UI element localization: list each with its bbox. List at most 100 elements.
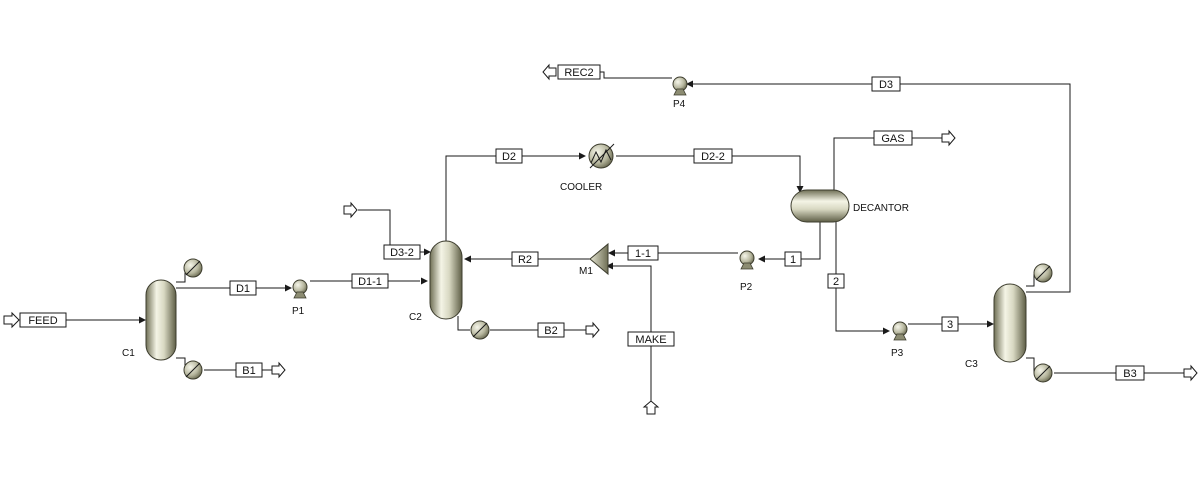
svg-text:B3: B3: [1123, 368, 1136, 380]
pump-p3-label: P3: [891, 348, 904, 359]
pump-p3[interactable]: P3: [891, 321, 908, 359]
arrowhead: [606, 262, 613, 270]
svg-text:D3-2: D3-2: [390, 247, 414, 259]
stream-label-b2[interactable]: B2: [537, 322, 565, 338]
svg-text:D1: D1: [236, 283, 250, 295]
make-inlet-arrow-icon: [642, 400, 660, 415]
arrowhead: [987, 320, 994, 328]
cooler-icon: [588, 143, 614, 169]
pump-p3-base: [893, 333, 907, 341]
stream-label-3[interactable]: 3: [941, 316, 959, 332]
stream-label-d1[interactable]: D1: [229, 280, 257, 296]
column-c2-label: C2: [409, 312, 422, 323]
stream-label-d3[interactable]: D3: [871, 76, 901, 92]
svg-text:1: 1: [790, 254, 796, 266]
column-c2[interactable]: C2: [409, 240, 490, 340]
stream-line-make: [612, 265, 652, 404]
column-c1-vessel: [145, 279, 177, 361]
rec2-outlet-arrow-icon: [542, 63, 557, 81]
decantor[interactable]: DECANTOR: [790, 189, 909, 223]
arrowhead: [139, 316, 146, 324]
svg-text:B1: B1: [242, 365, 255, 377]
decantor-vessel: [790, 189, 850, 223]
mixer-m1-label: M1: [579, 266, 593, 277]
svg-text:REC2: REC2: [564, 67, 593, 79]
c1-reboiler-slash: [185, 362, 201, 378]
svg-text:3: 3: [947, 319, 953, 331]
arrowhead: [686, 80, 693, 88]
stream-lines: [20, 71, 1184, 404]
stream-label-feed[interactable]: FEED: [19, 312, 67, 328]
stream-label-d2[interactable]: D2: [495, 148, 523, 164]
c3-condenser-slash: [1035, 265, 1051, 281]
b1-outlet-arrow-icon: [271, 361, 286, 379]
decantor-label: DECANTOR: [853, 203, 909, 214]
stream-label-1[interactable]: 1: [784, 251, 802, 267]
column-c3[interactable]: C3: [965, 263, 1053, 383]
stream-label-2[interactable]: 2: [827, 273, 845, 289]
stream-line-c2-reboiler: [457, 316, 470, 331]
stream-line-d2-2: [616, 155, 801, 187]
d3-2-inlet-arrow-icon: [343, 201, 358, 219]
column-c1[interactable]: C1: [122, 258, 203, 380]
arrowhead: [579, 152, 586, 160]
arrowhead: [883, 327, 890, 335]
pump-p4-label: P4: [673, 99, 686, 110]
arrowhead: [608, 249, 615, 257]
svg-text:GAS: GAS: [881, 133, 904, 145]
arrowhead: [285, 284, 292, 292]
stream-line-gas: [833, 137, 942, 190]
mixer-m1[interactable]: M1: [579, 242, 609, 277]
stream-line-c1-condenser: [176, 270, 186, 283]
stream-label-1-1[interactable]: 1-1: [627, 245, 659, 261]
stream-label-b3[interactable]: B3: [1115, 365, 1145, 381]
column-c2-vessel: [429, 240, 463, 320]
mixer-m1-icon: [589, 242, 609, 276]
arrowhead: [424, 248, 431, 256]
stream-label-gas[interactable]: GAS: [873, 130, 913, 146]
feed-inlet-arrow-icon: [3, 311, 20, 329]
heat-exchanger-cooler[interactable]: COOLER: [560, 143, 615, 193]
arrowhead: [796, 186, 804, 193]
b2-outlet-arrow-icon: [585, 321, 600, 339]
cooler-zigzag: [590, 148, 612, 164]
stream-label-rec2[interactable]: REC2: [557, 64, 601, 80]
column-c3-vessel: [993, 283, 1027, 363]
gas-outlet-arrow-icon: [941, 129, 956, 147]
stream-label-d2-2[interactable]: D2-2: [693, 148, 733, 164]
pump-p1[interactable]: P1: [292, 279, 308, 317]
arrowhead: [464, 255, 471, 263]
b3-outlet-arrow-icon: [1183, 364, 1198, 382]
stream-label-d1-1[interactable]: D1-1: [351, 273, 389, 289]
c1-condenser-slash: [185, 260, 201, 276]
svg-text:R2: R2: [518, 254, 532, 266]
cooler-label: COOLER: [560, 182, 602, 193]
svg-text:1-1: 1-1: [635, 248, 651, 260]
pump-p4-base: [673, 88, 687, 96]
pump-p2[interactable]: P2: [739, 250, 755, 293]
pump-p4[interactable]: P4: [672, 76, 688, 110]
arrowhead: [421, 277, 428, 285]
svg-text:MAKE: MAKE: [635, 334, 666, 346]
svg-text:2: 2: [833, 276, 839, 288]
svg-text:D2-2: D2-2: [701, 151, 725, 163]
column-c1-label: C1: [122, 348, 135, 359]
stream-line-c3-reboiler: [1026, 357, 1035, 373]
svg-text:D3: D3: [879, 79, 893, 91]
stream-label-d3-2[interactable]: D3-2: [383, 244, 421, 260]
cooler-slash: [589, 143, 615, 169]
svg-text:B2: B2: [544, 325, 557, 337]
stream-label-r2[interactable]: R2: [511, 251, 539, 267]
stream-line-d2: [445, 155, 580, 243]
pump-p2-label: P2: [740, 282, 753, 293]
stream-label-make[interactable]: MAKE: [627, 331, 675, 347]
stream-labels: FEED D1 B1 D1-1 D3-2 R2 B2 D2: [19, 64, 1145, 381]
port-arrows: [3, 63, 1198, 415]
svg-text:D2: D2: [502, 151, 516, 163]
pump-p1-base: [293, 291, 307, 299]
svg-text:FEED: FEED: [28, 315, 57, 327]
arrowhead: [758, 255, 765, 263]
pump-p2-base: [740, 262, 754, 270]
stream-label-b1[interactable]: B1: [235, 362, 263, 378]
